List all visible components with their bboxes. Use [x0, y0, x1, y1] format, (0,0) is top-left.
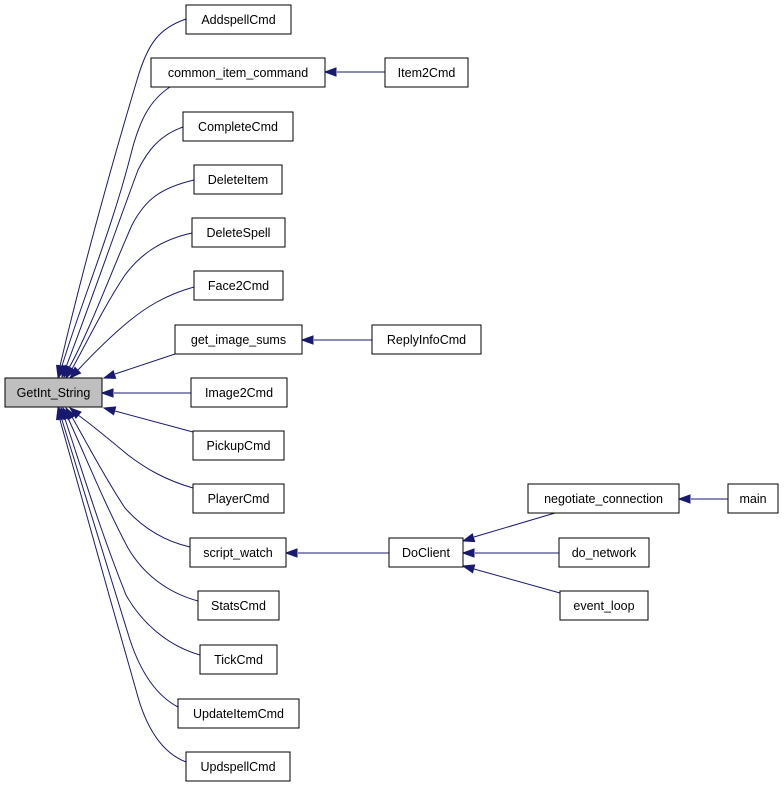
edge-event_loop-to-doclient: [473, 568, 561, 594]
node-label: main: [739, 492, 766, 506]
edge-completecmd-to-getint_string: [65, 126, 184, 368]
arrowhead-updspellcmd-to-getint_string: [55, 406, 66, 421]
node-image2cmd[interactable]: Image2Cmd: [190, 377, 288, 408]
arrowhead-main-to-negotiate_connection: [677, 494, 691, 504]
node-label: negotiate_connection: [544, 492, 663, 506]
edge-layer: [55, 18, 728, 763]
node-label: DoClient: [402, 546, 450, 560]
arrowhead-playercmd-to-getint_string: [68, 407, 82, 420]
node-script-watch[interactable]: script_watch: [189, 537, 287, 568]
node-label: Image2Cmd: [205, 386, 273, 400]
node-label: GetInt_String: [17, 386, 91, 400]
arrowhead-doclient-to-script_watch: [284, 548, 298, 558]
node-pickupcmd[interactable]: PickupCmd: [192, 430, 285, 461]
edge-updateitemcmd-to-getint_string: [61, 419, 179, 708]
edge-deleteitem-to-getint_string: [68, 179, 195, 369]
edge-tickcmd-to-getint_string: [64, 418, 201, 656]
node-main[interactable]: main: [727, 483, 779, 514]
node-deletespell[interactable]: DeleteSpell: [191, 217, 286, 248]
node-label: script_watch: [203, 546, 273, 560]
arrowhead-replyinfocmd-to-get_image_sums: [300, 335, 314, 345]
arrowhead-event_loop-to-doclient: [461, 564, 476, 574]
arrowhead-negotiate_connection-to-doclient: [461, 533, 476, 543]
node-label: DeleteSpell: [207, 226, 271, 240]
node-completecmd[interactable]: CompleteCmd: [182, 111, 294, 142]
node-face2cmd[interactable]: Face2Cmd: [193, 270, 284, 301]
node-label: Item2Cmd: [398, 66, 456, 80]
edge-addspellcmd-to-getint_string: [59, 18, 187, 367]
node-deleteitem[interactable]: DeleteItem: [193, 164, 283, 195]
node-doclient[interactable]: DoClient: [388, 537, 464, 568]
edge-pickupcmd-to-getint_string: [114, 410, 194, 433]
edge-face2cmd-to-getint_string: [77, 286, 195, 371]
arrowhead-item2cmd-to-common_item_command: [323, 67, 337, 77]
node-replyinfocmd[interactable]: ReplyInfoCmd: [371, 324, 482, 355]
node-label: event_loop: [573, 599, 634, 613]
node-statscmd[interactable]: StatsCmd: [197, 590, 280, 621]
edge-deletespell-to-getint_string: [71, 232, 193, 370]
edge-negotiate_connection-to-doclient: [473, 512, 556, 538]
node-item2cmd[interactable]: Item2Cmd: [384, 57, 469, 88]
node-negotiate-connection[interactable]: negotiate_connection: [527, 483, 680, 514]
arrowhead-get_image_sums-to-getint_string: [102, 369, 117, 379]
edge-updspellcmd-to-getint_string: [59, 419, 187, 763]
node-label: StatsCmd: [211, 599, 266, 613]
node-layer: GetInt_String AddspellCmd common_item_co…: [4, 4, 779, 782]
node-label: CompleteCmd: [198, 120, 278, 134]
node-label: AddspellCmd: [201, 13, 275, 27]
node-label: PickupCmd: [207, 439, 271, 453]
node-do-network[interactable]: do_network: [558, 537, 650, 568]
node-getint-string[interactable]: GetInt_String: [4, 377, 103, 408]
node-label: UpdateItemCmd: [193, 707, 284, 721]
edge-playercmd-to-getint_string: [77, 414, 194, 489]
node-event-loop[interactable]: event_loop: [559, 590, 649, 621]
node-label: UpdspellCmd: [200, 760, 275, 774]
node-label: ReplyInfoCmd: [387, 333, 466, 347]
edge-script_watch-to-getint_string: [71, 416, 191, 548]
arrowhead-pickupcmd-to-getint_string: [102, 406, 117, 416]
node-label: Face2Cmd: [208, 279, 269, 293]
edge-common_item_command-to-getint_string: [61, 86, 171, 367]
node-common-item-command[interactable]: common_item_command: [150, 57, 326, 88]
node-playercmd[interactable]: PlayerCmd: [192, 483, 285, 514]
arrowhead-face2cmd-to-getint_string: [68, 366, 82, 380]
edge-get_image_sums-to-getint_string: [114, 353, 176, 375]
node-updspellcmd[interactable]: UpdspellCmd: [185, 751, 291, 782]
node-label: TickCmd: [214, 653, 263, 667]
node-get-image-sums[interactable]: get_image_sums: [174, 324, 303, 355]
edge-statscmd-to-getint_string: [67, 417, 199, 602]
arrowhead-deletespell-to-getint_string: [65, 365, 76, 380]
node-label: get_image_sums: [191, 333, 286, 347]
node-label: do_network: [572, 546, 637, 560]
node-label: DeleteItem: [208, 173, 268, 187]
arrowhead-image2cmd-to-getint_string: [100, 388, 114, 398]
node-addspellcmd[interactable]: AddspellCmd: [185, 4, 292, 35]
node-tickcmd[interactable]: TickCmd: [199, 644, 278, 675]
node-label: common_item_command: [168, 66, 308, 80]
node-label: PlayerCmd: [208, 492, 270, 506]
node-updateitemcmd[interactable]: UpdateItemCmd: [177, 698, 300, 729]
arrowhead-do_network-to-doclient: [461, 548, 475, 558]
